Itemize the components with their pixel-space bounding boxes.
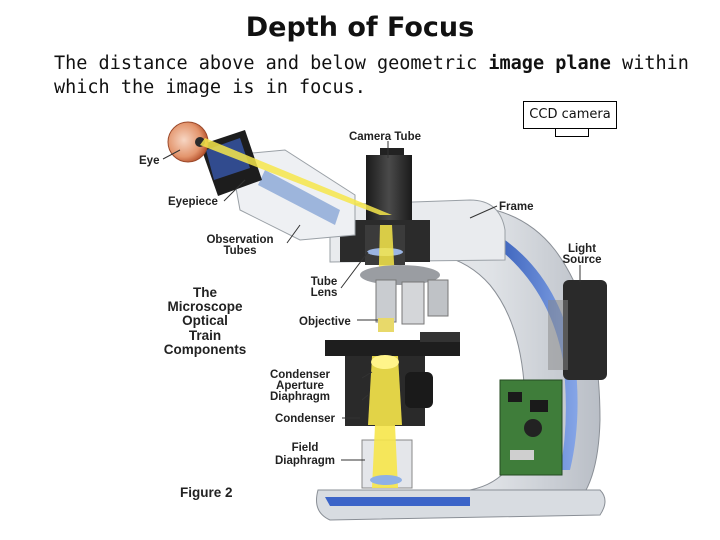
label-field-1: Field: [292, 442, 319, 454]
circuit-chip-2: [530, 400, 548, 412]
label-components-5: Components: [164, 342, 247, 357]
label-camera-tube: Camera Tube: [349, 131, 421, 143]
base-blue-strip: [325, 497, 470, 506]
label-components-2: Microscope: [167, 299, 243, 314]
label-eye: Eye: [139, 155, 159, 167]
label-objective: Objective: [299, 316, 351, 328]
label-observation-2: Tubes: [223, 245, 256, 257]
circuit-knob: [524, 419, 542, 437]
light-source-cable: [548, 300, 568, 370]
label-light-2: Source: [563, 254, 602, 266]
label-tube-lens-2: Lens: [311, 287, 338, 299]
condenser-knob: [405, 372, 433, 408]
objective-turret: [360, 265, 448, 332]
label-components-4: Train: [189, 328, 221, 343]
circuit-chip-3: [510, 450, 534, 460]
condenser-bright-spot: [371, 355, 399, 369]
stage: [325, 340, 460, 356]
label-eyepiece: Eyepiece: [168, 196, 218, 208]
label-field-2: Diaphragm: [275, 455, 335, 467]
label-components-3: Optical: [182, 313, 228, 328]
circuit-chip-1: [508, 392, 522, 402]
stage-clip: [420, 332, 460, 342]
light-source-housing: [563, 280, 607, 380]
label-condenser: Condenser: [275, 413, 336, 425]
collector-lens: [370, 475, 402, 485]
label-frame: Frame: [499, 201, 534, 213]
label-figure: Figure 2: [180, 485, 233, 500]
label-components-1: The: [193, 285, 217, 300]
label-cond-ap-3: Diaphragm: [270, 391, 330, 403]
